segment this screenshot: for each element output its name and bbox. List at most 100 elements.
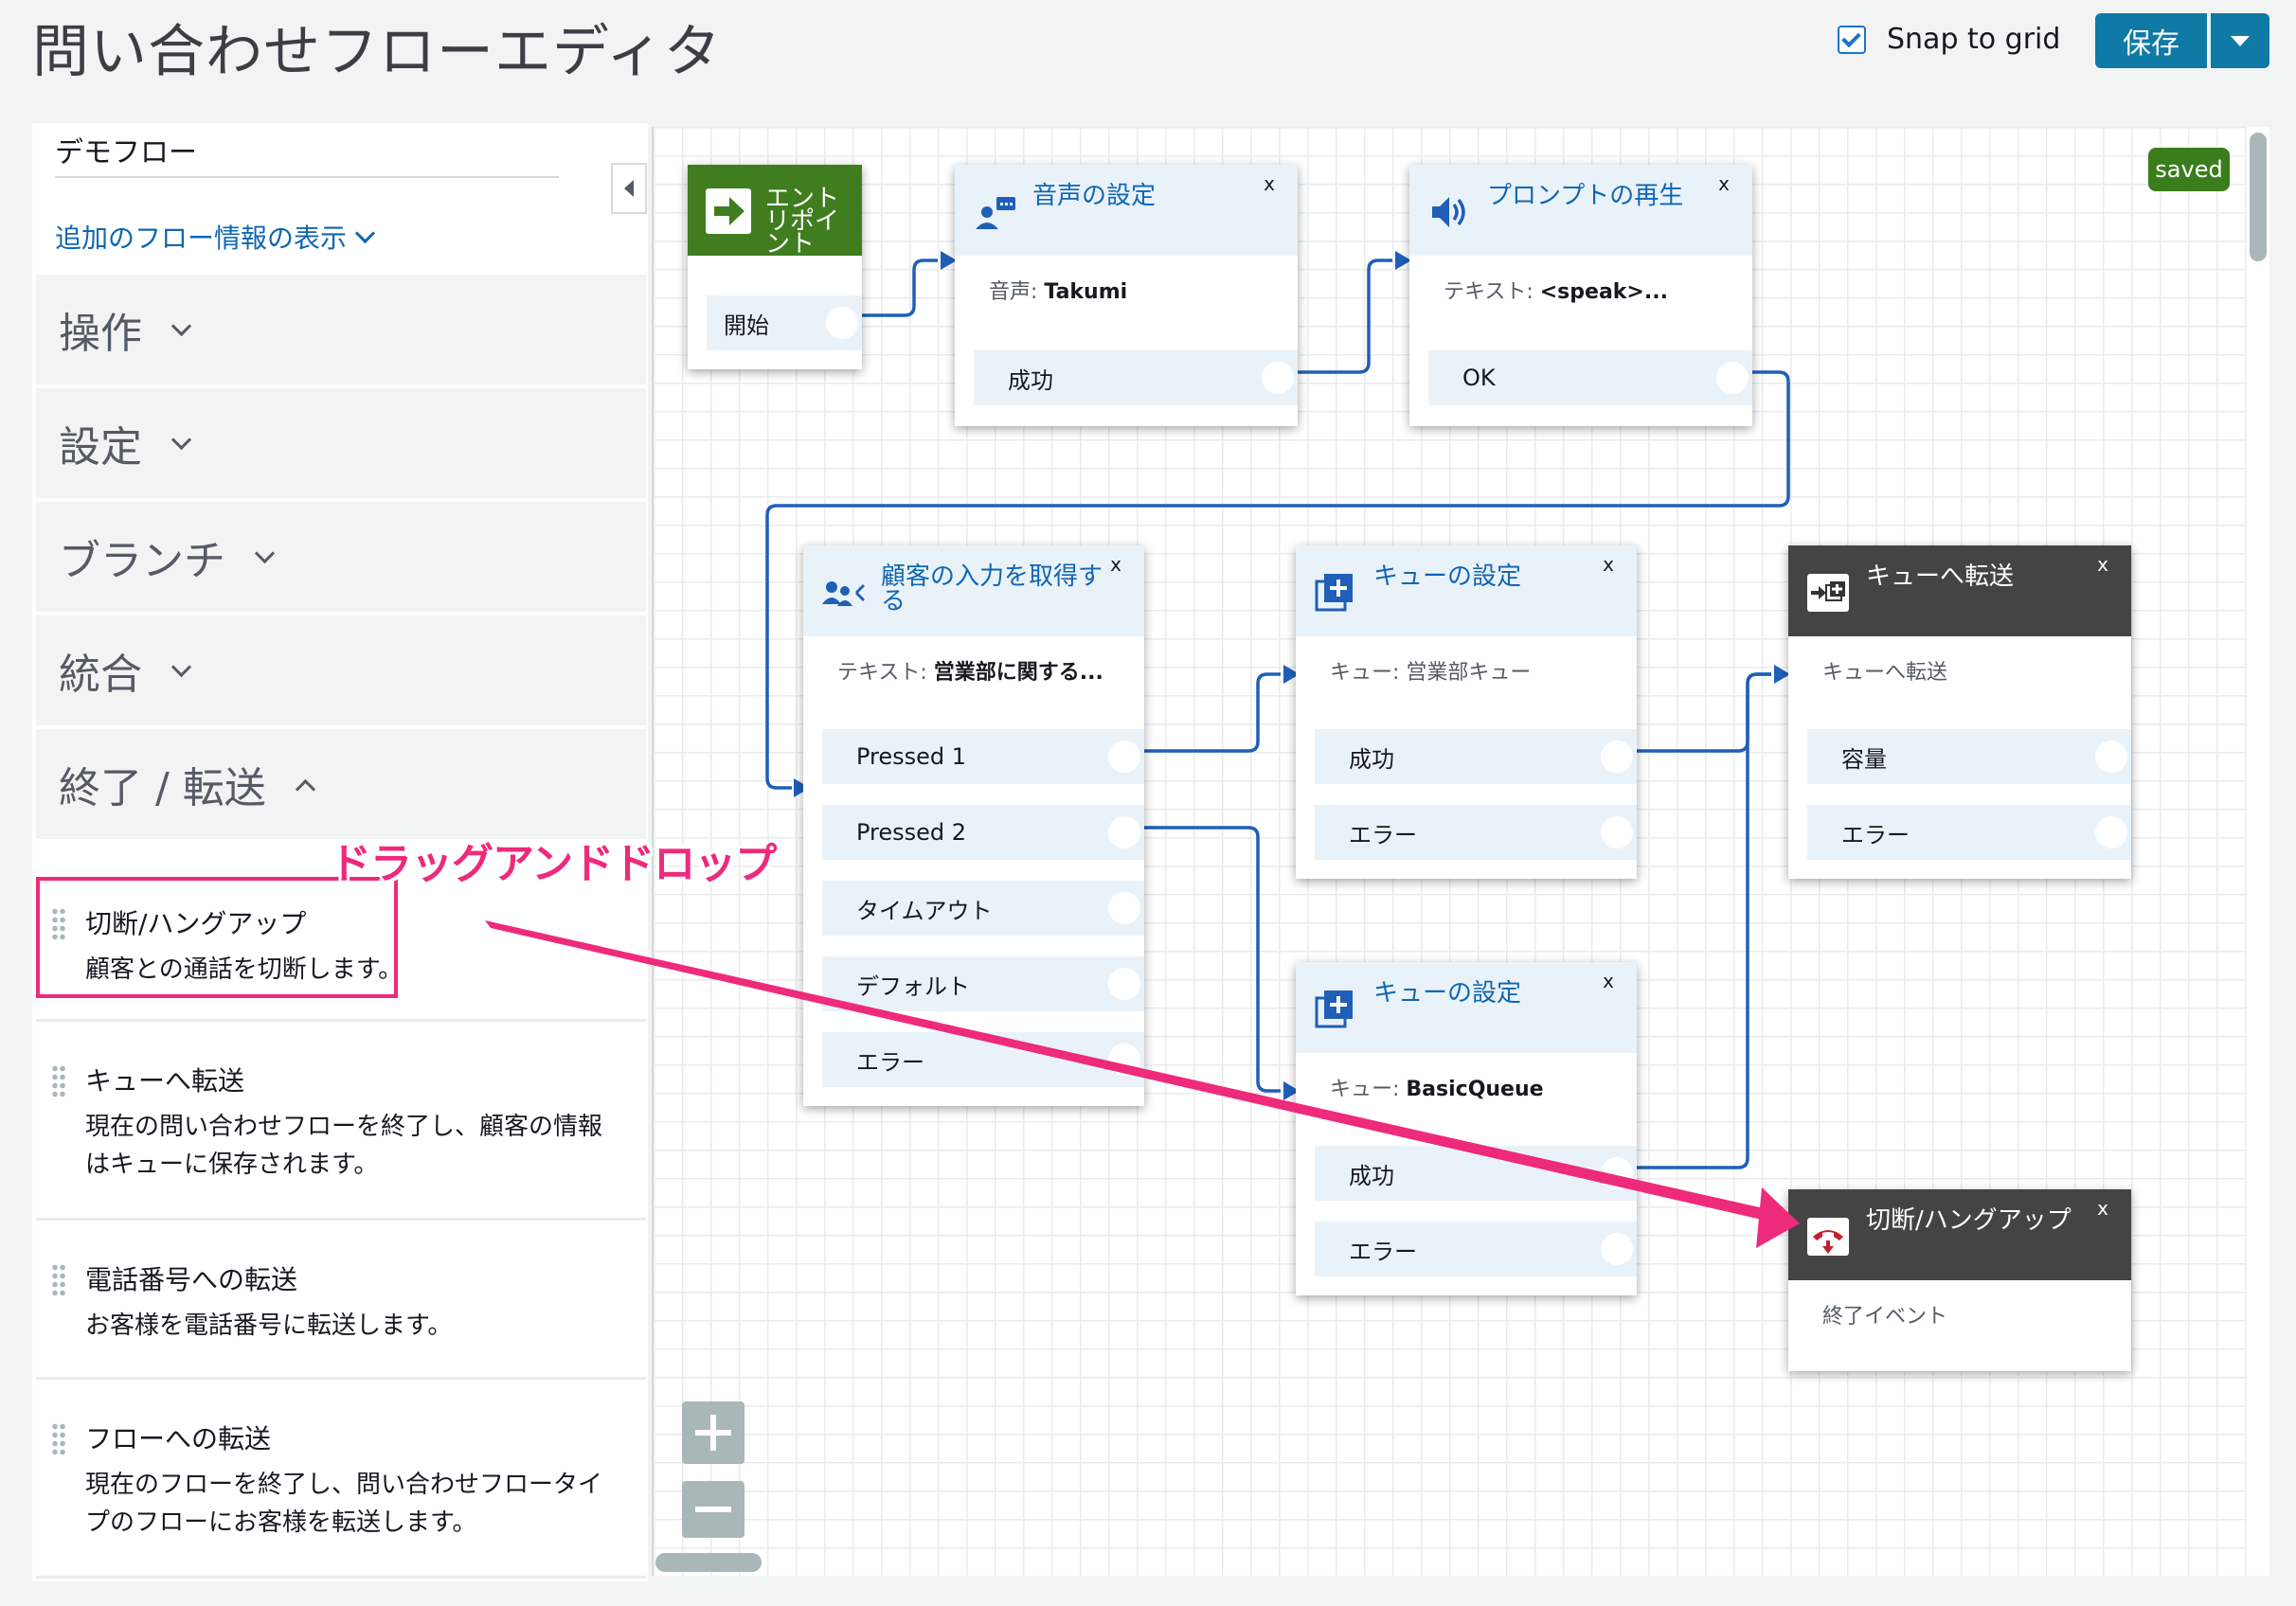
port-capacity[interactable]: 容量 bbox=[1807, 729, 2131, 784]
divider bbox=[55, 176, 559, 178]
port-error[interactable]: エラー bbox=[822, 1032, 1144, 1087]
node-title: キューへ転送 bbox=[1866, 562, 2015, 591]
category-label: 統合 bbox=[59, 651, 142, 699]
port-label: エラー bbox=[1349, 821, 1417, 848]
category-label: 操作 bbox=[59, 310, 142, 358]
port-connector[interactable] bbox=[1108, 816, 1140, 848]
port-success[interactable]: 成功 bbox=[974, 350, 1298, 405]
port-label: Pressed 2 bbox=[856, 819, 967, 846]
close-icon[interactable]: x bbox=[1603, 970, 1614, 992]
port-connector[interactable] bbox=[1108, 741, 1140, 773]
node-title: 切断/ハングアップ bbox=[1866, 1206, 2072, 1235]
block-palette-sidebar: デモフロー 追加のフロー情報の表示 操作 設定 ブランチ 統合 終了 / 転送 … bbox=[32, 123, 648, 1581]
close-icon[interactable]: x bbox=[2097, 1197, 2108, 1220]
category-integrations[interactable]: 統合 bbox=[36, 616, 646, 727]
port-ok[interactable]: OK bbox=[1428, 350, 1752, 405]
port-default[interactable]: デフォルト bbox=[822, 956, 1144, 1011]
port-connector[interactable] bbox=[1601, 1157, 1633, 1189]
port-connector[interactable] bbox=[2095, 816, 2127, 848]
port-error[interactable]: エラー bbox=[1315, 1222, 1637, 1276]
port-connector[interactable] bbox=[1601, 741, 1633, 773]
category-settings[interactable]: 設定 bbox=[36, 388, 646, 500]
node-title: キューの設定 bbox=[1373, 562, 1522, 591]
port-connector[interactable] bbox=[1262, 362, 1294, 394]
port-label: 容量 bbox=[1841, 745, 1887, 773]
zoom-in-button[interactable] bbox=[682, 1401, 744, 1464]
port-error[interactable]: エラー bbox=[1807, 805, 2131, 860]
node-entry-point[interactable]: エントリポイント 開始 bbox=[688, 165, 862, 369]
drag-handle-icon[interactable] bbox=[51, 1064, 66, 1098]
port-connector[interactable] bbox=[2095, 741, 2127, 773]
close-icon[interactable]: x bbox=[1603, 553, 1614, 576]
horizontal-scrollbar-thumb[interactable] bbox=[655, 1553, 762, 1572]
hangup-icon bbox=[1807, 1218, 1849, 1256]
port-timeout[interactable]: タイムアウト bbox=[822, 881, 1144, 936]
port-connector[interactable] bbox=[1108, 892, 1140, 924]
port-label: エラー bbox=[1841, 821, 1910, 848]
snap-to-grid-toggle[interactable]: Snap to grid bbox=[1838, 23, 2060, 56]
block-description: 顧客との通話を切断します。 bbox=[85, 955, 404, 984]
node-transfer-to-queue[interactable]: キューへ転送 x キューへ転送 容量 エラー bbox=[1788, 545, 2131, 879]
entry-title: エントリポイント bbox=[765, 185, 840, 256]
save-button[interactable]: 保存 bbox=[2095, 13, 2207, 68]
drag-handle-icon[interactable] bbox=[51, 907, 66, 941]
page-title: 問い合わせフローエディタ bbox=[32, 19, 722, 85]
port-label: エラー bbox=[856, 1048, 924, 1076]
block-item-transfer-to-phone[interactable]: 電話番号への転送 お客様を電話番号に転送します。 bbox=[36, 1218, 646, 1380]
node-description: キューへ転送 bbox=[1822, 661, 1948, 685]
drag-and-drop-annotation: ドラッグアンドドロップ bbox=[330, 840, 777, 888]
port-pressed-1[interactable]: Pressed 1 bbox=[822, 729, 1144, 784]
close-icon[interactable]: x bbox=[1264, 172, 1275, 195]
node-set-voice[interactable]: 音声の設定 x 音声: Takumi 成功 bbox=[955, 165, 1298, 426]
block-item-disconnect[interactable]: 切断/ハングアップ 顧客との通話を切断します。 bbox=[36, 862, 646, 1022]
zoom-out-button[interactable] bbox=[682, 1481, 744, 1538]
close-icon[interactable]: x bbox=[1718, 172, 1730, 195]
category-actions[interactable]: 操作 bbox=[36, 275, 646, 386]
port-connector[interactable] bbox=[1108, 1044, 1140, 1076]
port-connector[interactable] bbox=[1108, 968, 1140, 1000]
close-icon[interactable]: x bbox=[1110, 553, 1121, 576]
port-connector[interactable] bbox=[1716, 362, 1749, 394]
drag-handle-icon[interactable] bbox=[51, 1422, 66, 1456]
branch-icon bbox=[822, 581, 866, 606]
category-label: 設定 bbox=[59, 423, 142, 472]
node-play-prompt[interactable]: プロンプトの再生 x テキスト: <speak>... OK bbox=[1409, 165, 1752, 426]
node-get-customer-input[interactable]: 顧客の入力を取得する x テキスト: 営業部に関する... Pressed 1 … bbox=[803, 545, 1144, 1106]
category-terminate-transfer[interactable]: 終了 / 転送 bbox=[36, 729, 646, 841]
port-connector[interactable] bbox=[1601, 816, 1633, 848]
flow-info-link[interactable]: 追加のフロー情報の表示 bbox=[55, 218, 376, 256]
node-description: テキスト: <speak>... bbox=[1444, 280, 1668, 304]
collapse-sidebar-button[interactable] bbox=[611, 163, 647, 214]
port-success[interactable]: 成功 bbox=[1315, 729, 1637, 784]
port-start[interactable]: 開始 bbox=[707, 295, 862, 350]
port-pressed-2[interactable]: Pressed 2 bbox=[822, 805, 1144, 860]
block-description: 現在のフローを終了し、問い合わせフロータイプのフローにお客様を転送します。 bbox=[85, 1471, 603, 1537]
port-connector[interactable] bbox=[1601, 1233, 1633, 1265]
node-title: 音声の設定 bbox=[1032, 182, 1157, 210]
node-description: キュー: 営業部キュー bbox=[1330, 661, 1532, 685]
node-set-queue-sales[interactable]: キューの設定 x キュー: 営業部キュー 成功 エラー bbox=[1296, 545, 1637, 879]
scrollbar-thumb[interactable] bbox=[2250, 133, 2267, 261]
block-item-transfer-to-queue[interactable]: キューへ転送 現在の問い合わせフローを終了し、顧客の情報はキューに保存されます。 bbox=[36, 1019, 646, 1221]
block-item-transfer-to-flow[interactable]: フローへの転送 現在のフローを終了し、問い合わせフロータイプのフローにお客様を転… bbox=[36, 1377, 646, 1579]
node-title: プロンプトの再生 bbox=[1487, 182, 1684, 210]
vertical-scrollbar[interactable] bbox=[2247, 127, 2269, 1576]
port-label: 開始 bbox=[724, 312, 769, 339]
close-icon[interactable]: x bbox=[2097, 553, 2108, 576]
port-label: 成功 bbox=[1008, 366, 1053, 394]
node-set-queue-basic[interactable]: キューの設定 x キュー: BasicQueue 成功 エラー bbox=[1296, 962, 1637, 1295]
highlight-box bbox=[36, 877, 398, 998]
port-label: 成功 bbox=[1349, 1162, 1394, 1189]
header: 問い合わせフローエディタ Snap to grid 保存 bbox=[0, 0, 2296, 114]
node-header bbox=[1409, 165, 1752, 256]
drag-handle-icon[interactable] bbox=[51, 1263, 66, 1297]
block-name: キューへ転送 bbox=[85, 1065, 245, 1097]
category-branch[interactable]: ブランチ bbox=[36, 502, 646, 614]
node-disconnect[interactable]: 切断/ハングアップ x 終了イベント bbox=[1788, 1189, 2131, 1371]
port-success[interactable]: 成功 bbox=[1315, 1146, 1637, 1201]
port-label: 成功 bbox=[1349, 745, 1394, 773]
port-error[interactable]: エラー bbox=[1315, 805, 1637, 860]
port-connector[interactable] bbox=[826, 307, 858, 339]
snap-to-grid-checkbox[interactable] bbox=[1838, 25, 1866, 54]
save-dropdown-button[interactable] bbox=[2211, 13, 2269, 68]
